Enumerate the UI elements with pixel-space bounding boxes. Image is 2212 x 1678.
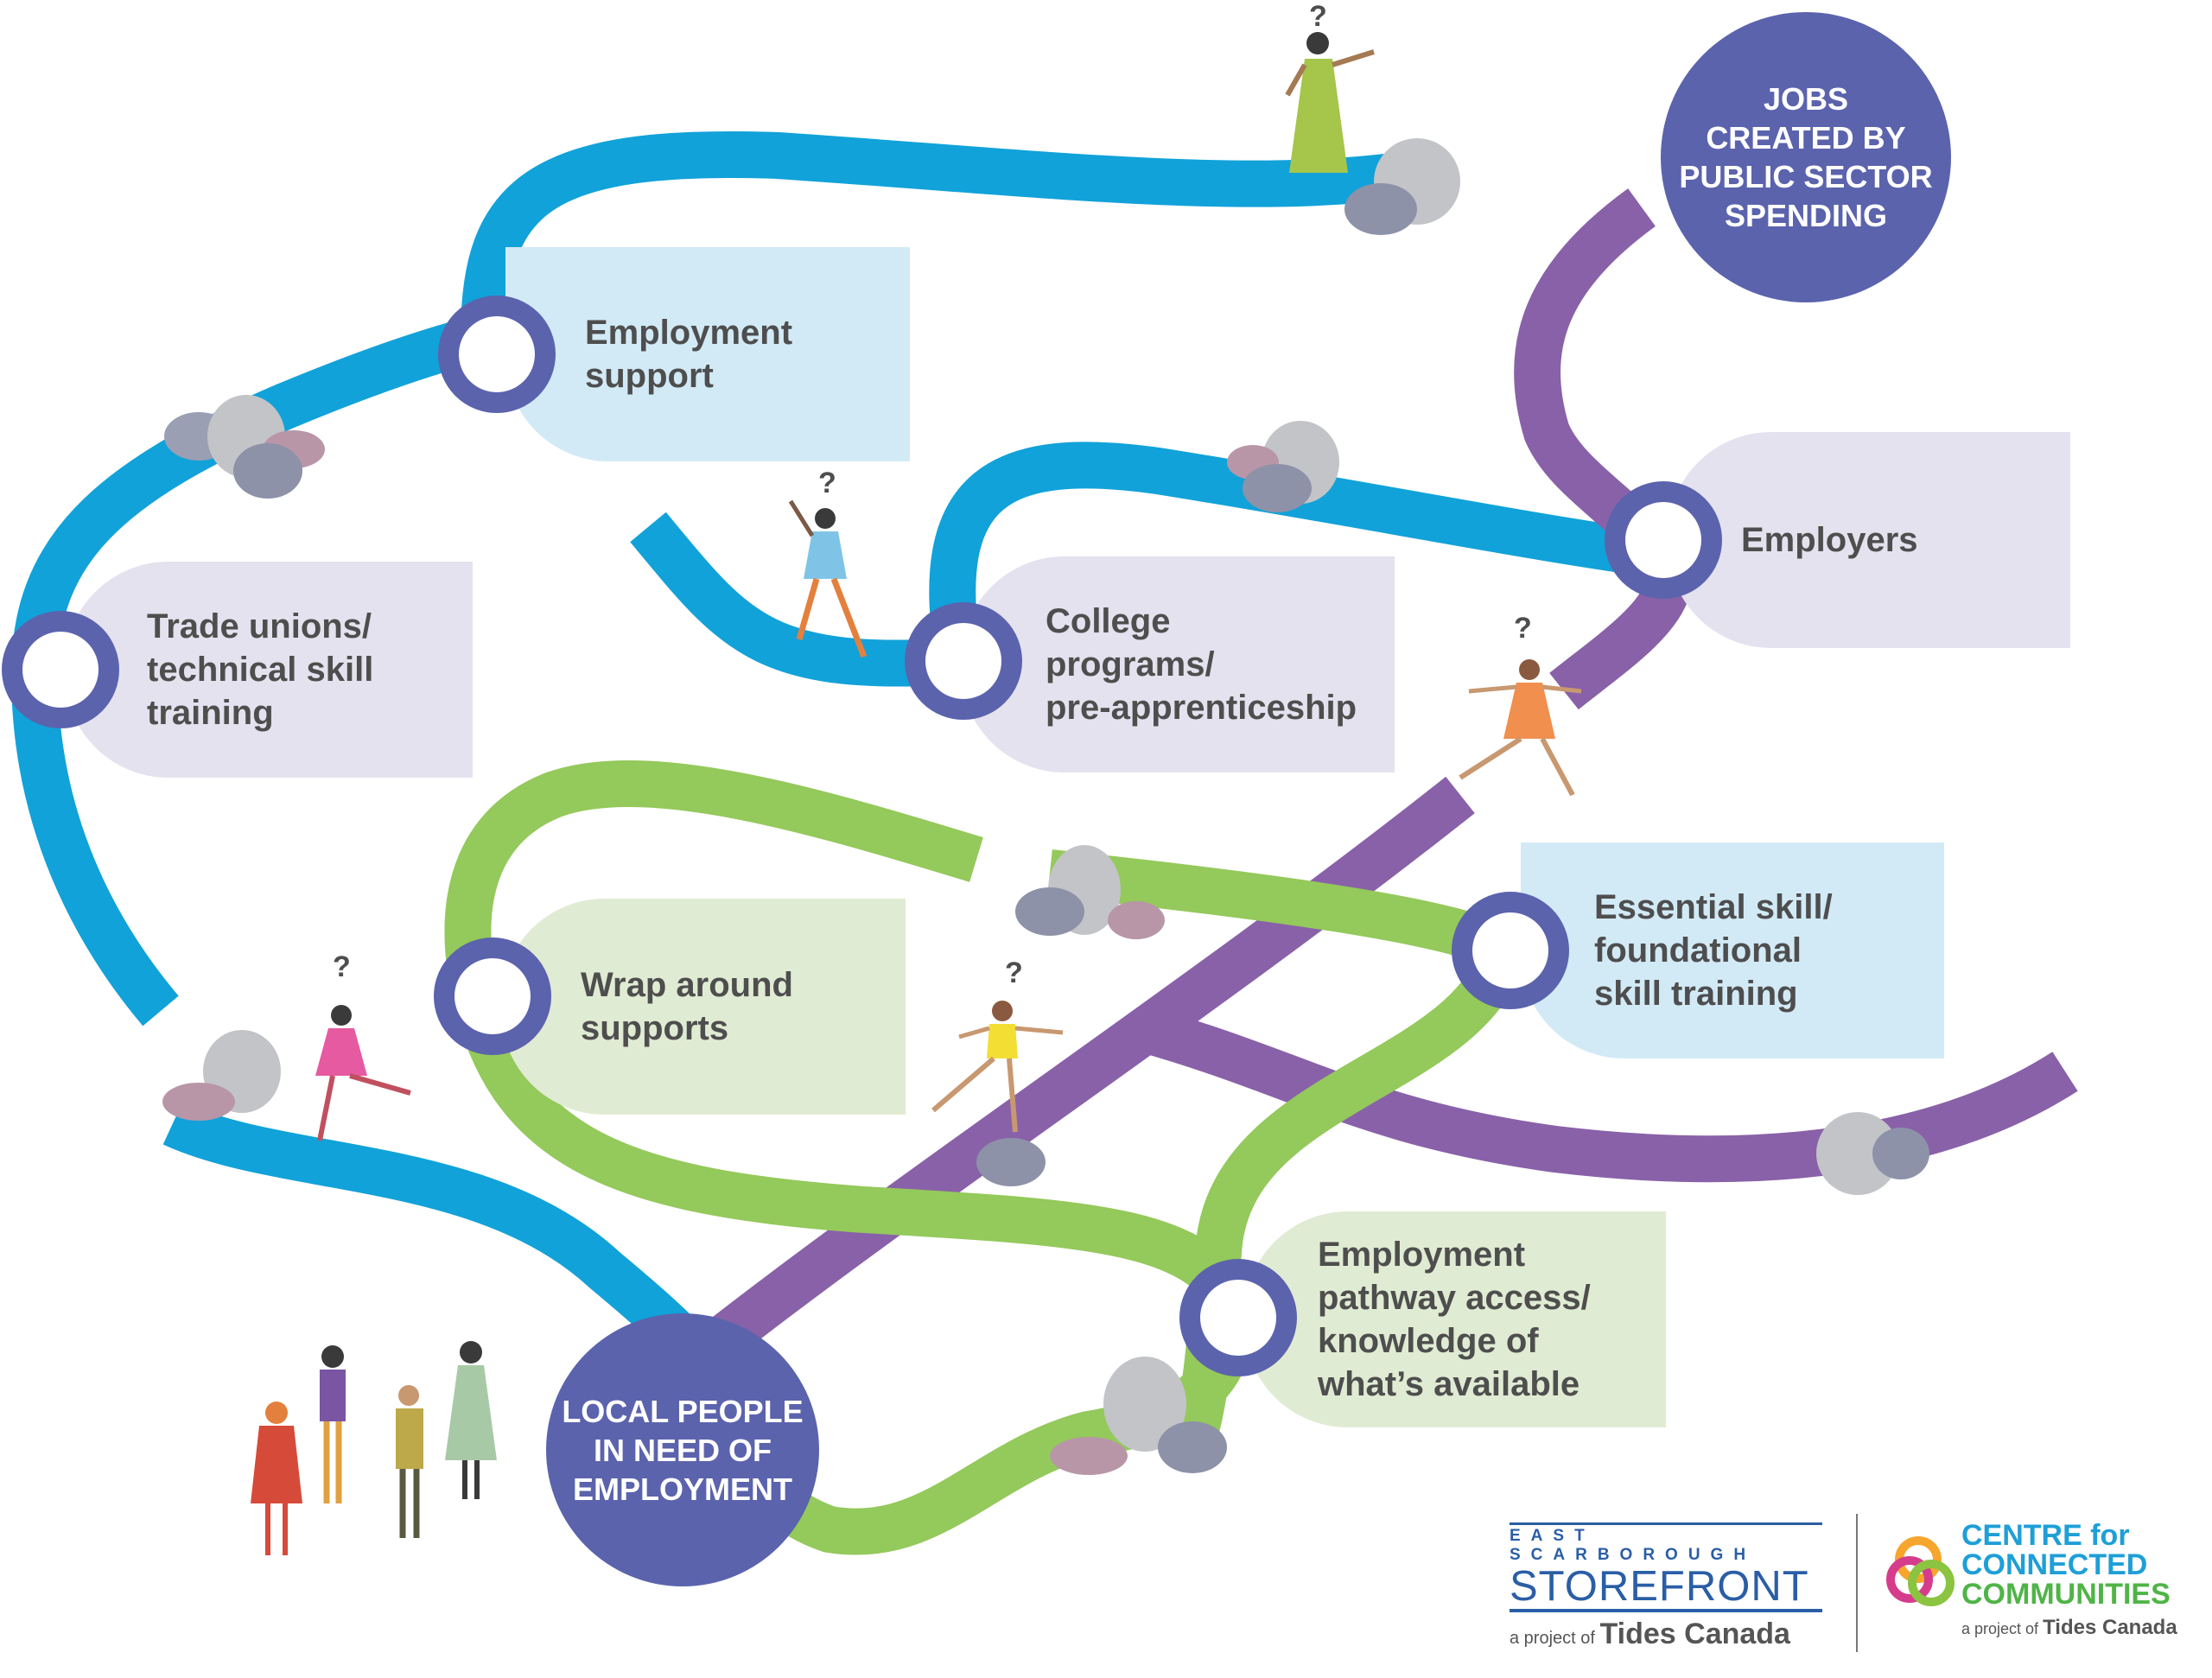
blue-path-college	[630, 442, 1649, 687]
stop-card-wrap-around: Wrap around supports	[501, 899, 906, 1115]
green-path	[444, 760, 1259, 1555]
rock-cluster	[1015, 845, 1165, 939]
ccc-logo: CENTRE for CONNECTED COMMUNITIES a proje…	[1886, 1519, 2212, 1650]
end-node-label: JOBS CREATED BY PUBLIC SECTOR SPENDING	[1679, 81, 1933, 233]
ccc-rings-icon	[1886, 1536, 1955, 1606]
person-figure	[315, 1005, 411, 1141]
purple-path-upper	[1514, 188, 1691, 710]
question-mark: ?	[1514, 612, 1532, 645]
rock-cluster	[976, 1138, 1046, 1186]
rock-cluster	[164, 395, 325, 499]
purple-path-main	[685, 776, 1475, 1376]
rock-cluster	[1050, 1357, 1227, 1475]
question-mark: ?	[1309, 0, 1327, 33]
storefront-logo-tag: a project of Tides Canada	[1510, 1618, 1822, 1651]
stop-card-college-programs: College programs/ pre-apprenticeship	[961, 556, 1395, 772]
person-figure	[1459, 659, 1582, 797]
stop-label: Employment pathway access/ knowledge of …	[1318, 1236, 1591, 1403]
person-figure	[1285, 32, 1375, 173]
stop-label: College programs/ pre-apprenticeship	[1046, 602, 1357, 727]
stop-card-employers: Employers	[1668, 432, 2070, 648]
purple-path-right	[1134, 1005, 2078, 1183]
rock-cluster	[1344, 138, 1460, 235]
stop-label: Wrap around supports	[581, 966, 793, 1047]
end-node-circle	[1661, 12, 1951, 302]
ccc-tag-text: a project of	[1961, 1620, 2039, 1637]
storefront-org: Tides Canada	[1599, 1618, 1790, 1651]
ccc-tag: a project of Tides Canada	[1961, 1616, 2212, 1640]
stop-card-essential-skill: Essential skill/ foundational skill trai…	[1521, 842, 1944, 1058]
storefront-logo: EAST SCARBOROUGH STOREFRONT a project of…	[1510, 1522, 1822, 1650]
ccc-line2: CONNECTED	[1961, 1548, 2148, 1581]
ccc-line1: CENTRE for	[1961, 1519, 2130, 1552]
person-group	[251, 1341, 497, 1555]
start-node-circle	[546, 1313, 819, 1586]
person-figure	[788, 499, 868, 658]
logo-divider	[1856, 1514, 1858, 1652]
ccc-line3: COMMUNITIES	[1961, 1578, 2171, 1611]
stop-card-employment-support: Employment support	[505, 247, 910, 461]
stop-card-pathway-access: Employment pathway access/ knowledge of …	[1244, 1211, 1666, 1427]
question-mark: ?	[818, 467, 836, 499]
stop-label: Employers	[1741, 521, 1918, 559]
rock-cluster	[162, 1030, 281, 1121]
question-mark: ?	[333, 950, 351, 983]
storefront-tag-text: a project of	[1510, 1629, 1595, 1649]
stop-label: Trade unions/ technical skill training	[147, 607, 374, 732]
storefront-logo-main: STOREFRONT	[1510, 1564, 1822, 1613]
stop-label: Employment support	[585, 314, 793, 395]
ccc-org: Tides Canada	[2043, 1616, 2177, 1639]
rock-cluster	[1816, 1112, 1929, 1195]
stop-card-trade-unions: Trade unions/ technical skill training	[65, 562, 473, 778]
person-figure	[931, 1001, 1064, 1133]
rock-cluster	[1227, 421, 1339, 512]
storefront-logo-top: EAST SCARBOROUGH	[1510, 1522, 1822, 1565]
stop-label: Essential skill/ foundational skill trai…	[1594, 888, 1833, 1013]
question-mark: ?	[1005, 957, 1023, 989]
start-node-label: LOCAL PEOPLE IN NEED OF EMPLOYMENT	[562, 1393, 804, 1507]
